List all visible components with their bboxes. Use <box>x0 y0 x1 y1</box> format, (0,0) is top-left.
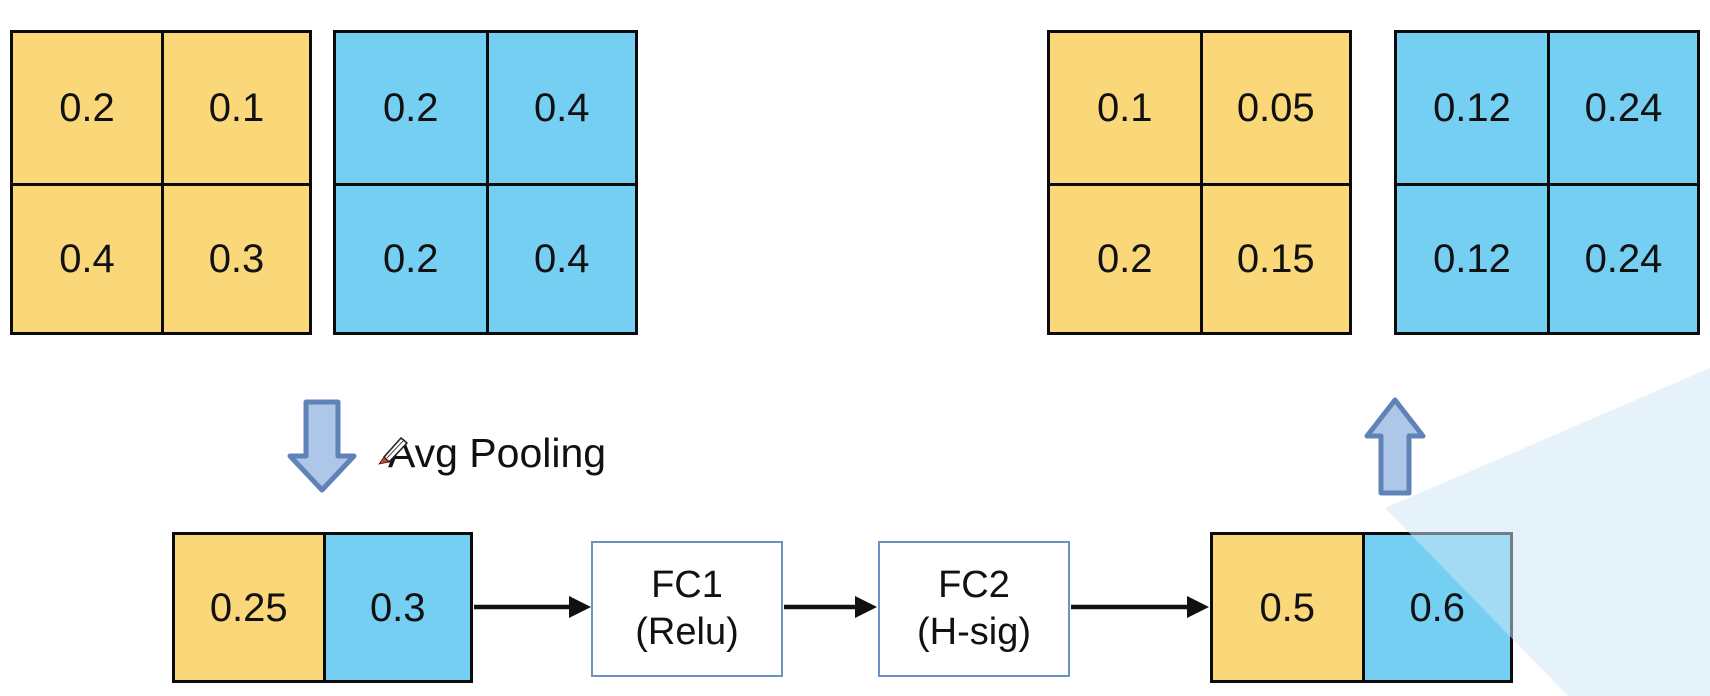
grid-cell: 0.3 <box>161 182 309 332</box>
input-feature-map-blue: 0.2 0.4 0.2 0.4 <box>333 30 638 335</box>
flow-arrow-pooled-to-fc1 <box>474 596 591 618</box>
pooled-vector: 0.25 0.3 <box>172 532 473 683</box>
scale-vector: 0.5 0.6 <box>1210 532 1513 683</box>
block-arrow-up-icon <box>1364 397 1426 496</box>
grid-cell: 0.1 <box>1050 33 1200 183</box>
grid-cell: 0.3 <box>322 535 470 680</box>
grid-cell: 0.4 <box>485 33 635 183</box>
flow-arrow-fc2-to-scale <box>1071 596 1209 618</box>
input-feature-map-yellow: 0.2 0.1 0.4 0.3 <box>10 30 312 335</box>
grid-cell: 0.2 <box>13 33 161 183</box>
fc1-box: FC1 (Relu) <box>591 541 783 677</box>
fc2-activation: (H-sig) <box>917 611 1031 653</box>
grid-cell: 0.4 <box>13 182 161 332</box>
grid-cell: 0.12 <box>1397 33 1547 183</box>
grid-cell: 0.2 <box>1050 182 1200 332</box>
block-arrow-down-icon <box>287 399 357 493</box>
grid-cell: 0.15 <box>1199 182 1349 332</box>
grid-cell: 0.12 <box>1397 182 1547 332</box>
grid-cell: 0.24 <box>1547 182 1697 332</box>
grid-cell: 0.6 <box>1361 535 1510 680</box>
fc1-activation: (Relu) <box>635 611 739 653</box>
flow-arrow-fc1-to-fc2 <box>784 596 877 618</box>
avg-pooling-label: Avg Pooling <box>388 430 607 476</box>
grid-cell: 0.5 <box>1213 535 1362 680</box>
fc1-title: FC1 <box>651 563 723 606</box>
grid-cell: 0.2 <box>336 33 486 183</box>
grid-cell: 0.1 <box>161 33 309 183</box>
fc2-title: FC2 <box>938 563 1010 606</box>
grid-cell: 0.25 <box>175 535 323 680</box>
output-feature-map-blue: 0.12 0.24 0.12 0.24 <box>1394 30 1700 335</box>
grid-cell: 0.4 <box>485 182 635 332</box>
fc2-box: FC2 (H-sig) <box>878 541 1070 677</box>
output-feature-map-yellow: 0.1 0.05 0.2 0.15 <box>1047 30 1352 335</box>
grid-cell: 0.05 <box>1199 33 1349 183</box>
grid-cell: 0.24 <box>1547 33 1697 183</box>
grid-cell: 0.2 <box>336 182 486 332</box>
